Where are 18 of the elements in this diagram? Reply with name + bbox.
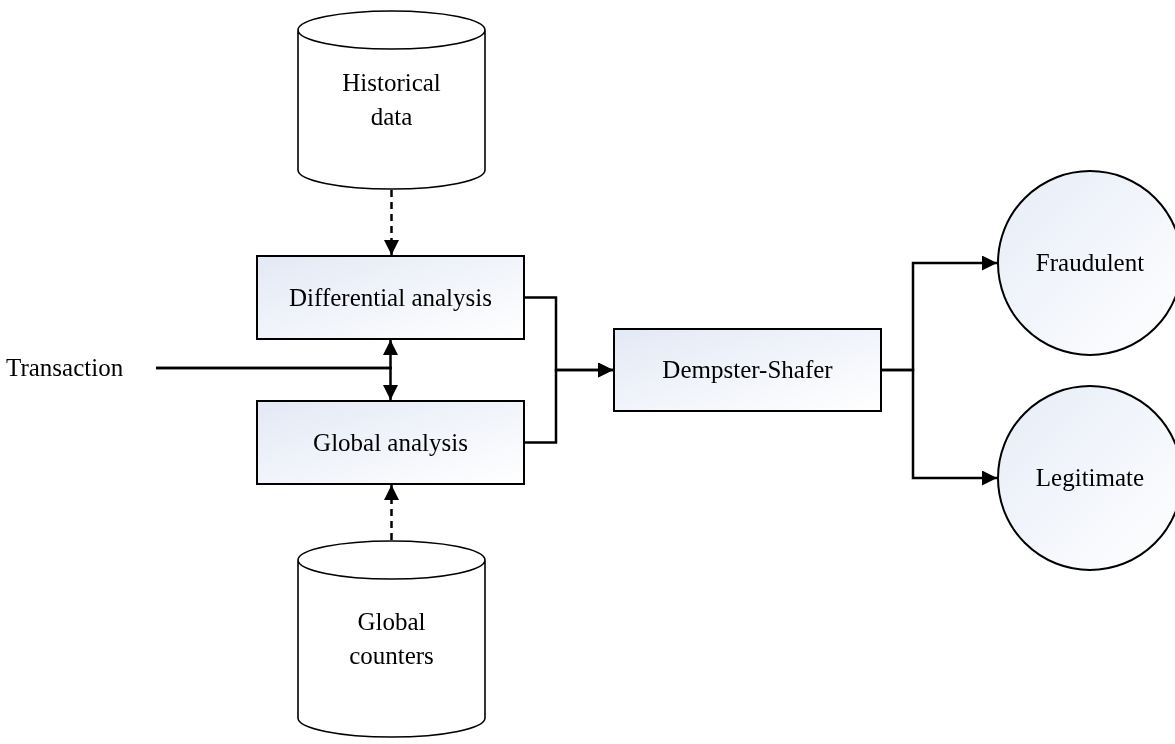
arrow bbox=[525, 362, 613, 444]
node-label: Global analysis bbox=[313, 427, 468, 458]
node-label: Transaction bbox=[6, 353, 124, 383]
process-box bbox=[256, 400, 525, 485]
arrow bbox=[384, 485, 399, 540]
arrow bbox=[384, 190, 399, 255]
node-label: Historical data bbox=[341, 68, 442, 132]
node-label: Legitimate bbox=[1035, 463, 1145, 493]
node-label: Dempster-Shafer bbox=[662, 355, 833, 385]
node-label: Global counters bbox=[348, 607, 435, 671]
arrow bbox=[156, 366, 398, 400]
arrow bbox=[882, 368, 997, 486]
process-box bbox=[613, 328, 882, 412]
process-box bbox=[256, 255, 525, 340]
database-cylinder bbox=[297, 10, 486, 190]
database-cylinder bbox=[297, 540, 486, 738]
node-label: Differential analysis bbox=[289, 282, 492, 313]
node-label: Fraudulent bbox=[1035, 248, 1145, 278]
